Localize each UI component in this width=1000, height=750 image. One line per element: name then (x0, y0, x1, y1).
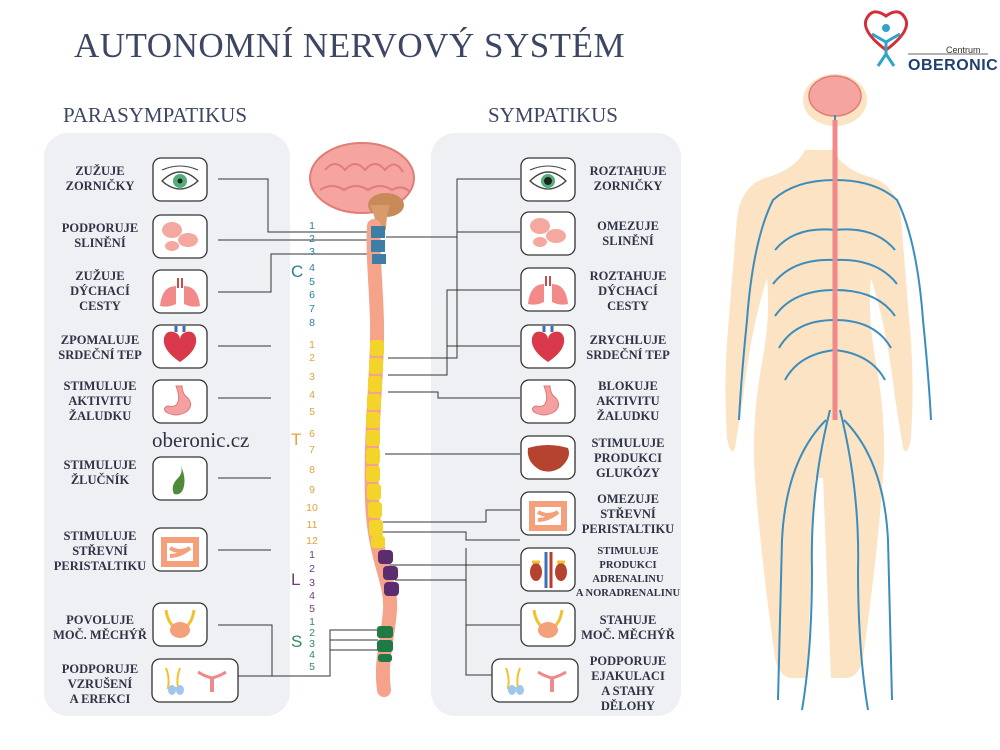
spine-number: 2 (309, 563, 315, 575)
spine-number: 3 (309, 577, 315, 589)
connection-lines (218, 178, 520, 677)
para-icon-lungs (152, 269, 208, 314)
spine-number: 11 (306, 519, 318, 531)
logo-name-text: OBERONIC (908, 57, 999, 74)
spine-number: 10 (306, 502, 318, 514)
spine-number: 5 (309, 661, 315, 673)
spine-number: 2 (309, 233, 315, 245)
symp-label-bladder: STAHUJE MOČ. MĚCHÝŘ (581, 613, 675, 642)
spine-number: 6 (309, 289, 315, 301)
logo-centrum-text: Centrum (946, 45, 981, 55)
symp-label-pupils: ROZTAHUJE ZORNIČKY (589, 164, 667, 193)
para-label-stomach: STIMULUJE AKTIVITU ŽALUDKU (63, 379, 137, 423)
spine-number: 9 (309, 484, 315, 496)
spine-number: 1 (309, 549, 315, 561)
para-icon-gallbladder (152, 456, 208, 501)
sympathetic-heading: SYMPATIKUS (488, 103, 618, 127)
para-icon-bladder (152, 602, 208, 647)
cervical-segment-letter: C (291, 262, 304, 281)
spine-number: 4 (309, 389, 315, 401)
spine-number: 12 (306, 535, 318, 547)
lumbar-segment-letter: L (291, 570, 301, 589)
symp-label-airways: ROZTAHUJE DÝCHACÍ CESTY (589, 269, 667, 313)
brain-illustration (309, 142, 415, 230)
sympathetic-panel (431, 133, 681, 716)
spine-number: 1 (309, 616, 315, 628)
para-label-saliva: PODPORUJE SLINĚNÍ (61, 221, 139, 250)
symp-label-saliva: OMEZUJE SLINĚNÍ (597, 219, 659, 248)
symp-icon-bladder (520, 602, 576, 647)
spine-number: 7 (309, 444, 315, 456)
human-body-nervous-system-icon (725, 74, 932, 711)
para-label-pupils: ZUŽUJE ZORNIČKY (65, 164, 135, 193)
para-icon-intestine (152, 527, 208, 572)
spine-number: 5 (309, 603, 315, 615)
spine-number: 4 (309, 649, 315, 661)
symp-icon-liver (520, 435, 576, 480)
spine-number: 5 (309, 406, 315, 418)
spine-number: 1 (309, 220, 315, 232)
symp-label-heart-rate: ZRYCHLUJE SRDEČNÍ TEP (586, 333, 670, 362)
symp-label-peristalsis: OMEZUJE STŘEVNÍ PERISTALTIKU (581, 492, 675, 536)
para-icon-stomach (152, 379, 208, 424)
symp-icon-adrenal-kidney (520, 547, 576, 592)
para-icon-salivary-gland (152, 214, 208, 259)
parasympathetic-heading: PARASYMPATIKUS (63, 103, 248, 127)
symp-label-ejaculation: PODPORUJE EJAKULACI A STAHY DĚLOHY (589, 654, 667, 713)
oberonic-logo-icon (863, 10, 988, 67)
spine-number: 5 (309, 276, 315, 288)
spinal-cord (364, 219, 399, 697)
spine-number: 3 (309, 246, 315, 258)
spine-number: 3 (309, 638, 315, 650)
para-icon-reproductive-organs (151, 658, 239, 703)
spine-number: 8 (309, 317, 315, 329)
para-label-arousal: PODPORUJE VZRUŠENÍ A EREKCI (61, 662, 139, 706)
spine-number: 2 (309, 627, 315, 639)
symp-icon-heart (520, 324, 576, 369)
para-icon-heart (152, 324, 208, 369)
symp-icon-reproductive-organs (491, 658, 579, 703)
symp-icon-eye (520, 157, 576, 202)
symp-label-stomach: BLOKUJE AKTIVITU ŽALUDKU (596, 379, 660, 423)
symp-icon-salivary-gland (520, 211, 576, 256)
para-label-gallbladder: STIMULUJE ŽLUČNÍK (63, 458, 137, 487)
spine-number: 4 (309, 590, 315, 602)
spine-number: 6 (309, 428, 315, 440)
parasympathetic-panel (44, 133, 290, 716)
website-label: oberonic.cz (152, 428, 250, 452)
spine-number: 1 (309, 339, 315, 351)
thoracic-segment-letter: T (291, 430, 302, 449)
spine-number: 4 (309, 262, 315, 274)
symp-icon-intestine (520, 491, 576, 536)
para-icon-eye (152, 157, 208, 202)
spine-number: 3 (309, 371, 315, 383)
para-label-heart-rate: ZPOMALUJE SRDEČNÍ TEP (58, 333, 142, 362)
spine-number: 7 (309, 303, 315, 315)
spine-number: 8 (309, 464, 315, 476)
symp-icon-stomach (520, 379, 576, 424)
para-label-airways: ZUŽUJE DÝCHACÍ CESTY (70, 269, 130, 313)
symp-icon-lungs (520, 267, 576, 312)
symp-label-adrenaline: STIMULUJE PRODUKCI ADRENALINU A NORADREN… (575, 546, 681, 599)
sacral-segment-letter: S (291, 632, 303, 651)
symp-label-glucose: STIMULUJE PRODUKCI GLUKÓZY (591, 436, 665, 480)
para-label-peristalsis: STIMULUJE STŘEVNÍ PERISTALTIKU (53, 529, 147, 573)
spine-number: 2 (309, 352, 315, 364)
para-label-bladder: POVOLUJE MOČ. MĚCHÝŘ (53, 613, 147, 642)
page-title: AUTONOMNÍ NERVOVÝ SYSTÉM (74, 26, 626, 65)
